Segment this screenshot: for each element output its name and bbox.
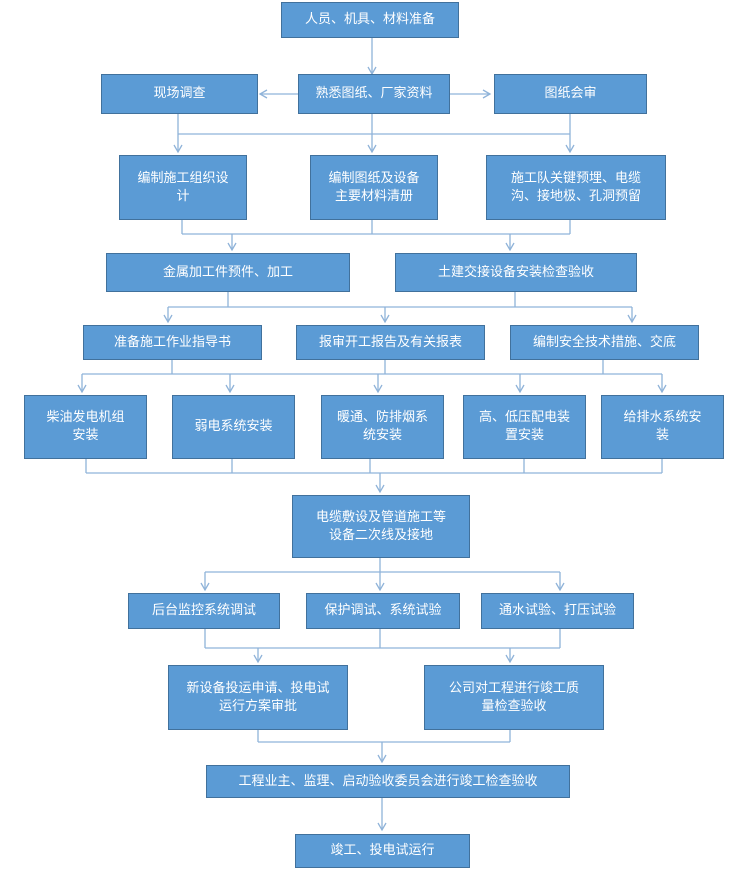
step-material-list: 编制图纸及设备 主要材料清册 [310, 155, 438, 220]
step-final-acceptance: 工程业主、监理、启动验收委员会进行竣工检查验收 [206, 765, 570, 798]
step-civil-handover-inspection: 土建交接设备安装检查验收 [395, 253, 637, 292]
step-personnel-equipment-prep: 人员、机具、材料准备 [281, 2, 459, 38]
step-safety-measures: 编制安全技术措施、交底 [510, 325, 699, 360]
step-water-supply-install: 给排水系统安 装 [601, 395, 724, 459]
step-key-embedding: 施工队关键预埋、电缆 沟、接地极、孔洞预留 [486, 155, 666, 220]
step-commencement-report: 报审开工报告及有关报表 [296, 325, 485, 360]
step-cable-pipe-secondary-wiring: 电缆敷设及管道施工等 设备二次线及接地 [292, 495, 470, 558]
step-water-pressure-test: 通水试验、打压试验 [481, 593, 634, 629]
step-monitoring-debug: 后台监控系统调试 [128, 593, 280, 629]
step-construction-org-design: 编制施工组织设 计 [119, 155, 247, 220]
step-completion-trial-run: 竣工、投电试运行 [295, 834, 470, 868]
step-study-drawings: 熟悉图纸、厂家资料 [298, 74, 450, 114]
step-low-voltage-system-install: 弱电系统安装 [172, 395, 295, 459]
step-quality-acceptance: 公司对工程进行竣工质 量检查验收 [424, 665, 604, 730]
step-metal-parts-processing: 金属加工件预件、加工 [106, 253, 350, 292]
step-site-survey: 现场调查 [101, 74, 258, 114]
step-hvac-smoke-install: 暖通、防排烟系 统安装 [321, 395, 444, 459]
step-drawing-review: 图纸会审 [494, 74, 647, 114]
step-commissioning-approval: 新设备投运申请、投电试 运行方案审批 [168, 665, 348, 730]
step-protection-system-test: 保护调试、系统试验 [306, 593, 460, 629]
step-hv-lv-distribution-install: 高、低压配电装 置安装 [463, 395, 586, 459]
step-work-instructions: 准备施工作业指导书 [83, 325, 262, 360]
step-diesel-generator-install: 柴油发电机组 安装 [24, 395, 147, 459]
